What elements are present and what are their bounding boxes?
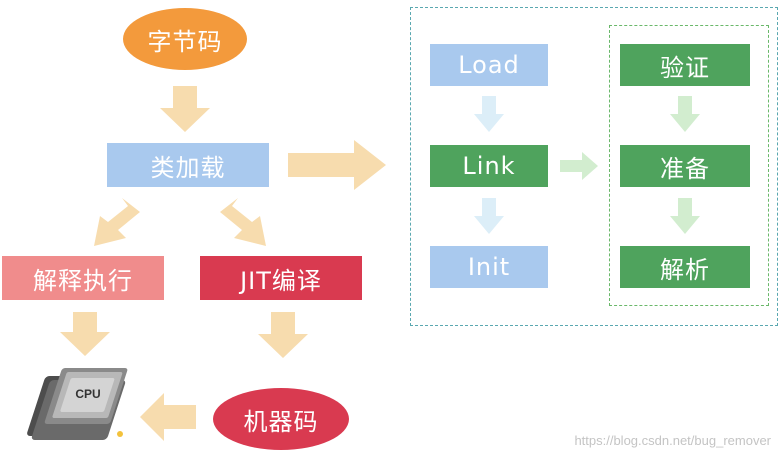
cpu-chip-icon: CPU [27,368,128,440]
verify-label: 验证 [660,53,710,82]
arrow-load-to-link [474,96,504,132]
prepare-label: 准备 [660,154,710,183]
arrow-jit-to-machine-code [258,312,308,358]
arrow-link-to-init [474,198,504,234]
arrow-interpret-to-cpu [60,312,110,356]
arrow-link-to-steps [560,152,598,180]
machine-code-node: 机器码 [213,388,349,450]
link-label: Link [462,152,516,180]
jit-label: JIT编译 [240,266,322,295]
class-loading-node: 类加载 [107,143,269,187]
class-loading-detail-box [410,7,778,326]
watermark-text: https://blog.csdn.net/bug_remover [574,433,771,448]
jit-node: JIT编译 [200,256,362,300]
arrow-verify-to-prepare [670,96,700,132]
prepare-node: 准备 [620,145,750,187]
link-node: Link [430,145,548,187]
load-node: Load [430,44,548,86]
arrow-prepare-to-resolve [670,198,700,234]
machine-code-label: 机器码 [243,407,319,436]
load-label: Load [458,51,520,79]
link-detail-box [609,25,769,306]
verify-node: 验证 [620,44,750,86]
interpret-label: 解释执行 [33,266,133,295]
init-node: Init [430,246,548,288]
arrow-bytecode-to-loading [160,86,210,132]
bytecode-node: 字节码 [123,8,247,70]
arrow-loading-to-jit [220,198,266,246]
resolve-node: 解析 [620,246,750,288]
init-label: Init [467,253,511,281]
bytecode-label: 字节码 [147,27,223,56]
arrow-machine-code-to-cpu [140,393,196,441]
cpu-label: CPU [75,387,100,401]
interpret-node: 解释执行 [2,256,164,300]
class-loading-label: 类加载 [150,153,226,182]
arrow-loading-to-interpret [94,198,140,246]
resolve-label: 解析 [660,255,710,284]
arrow-loading-to-detail [288,140,386,190]
